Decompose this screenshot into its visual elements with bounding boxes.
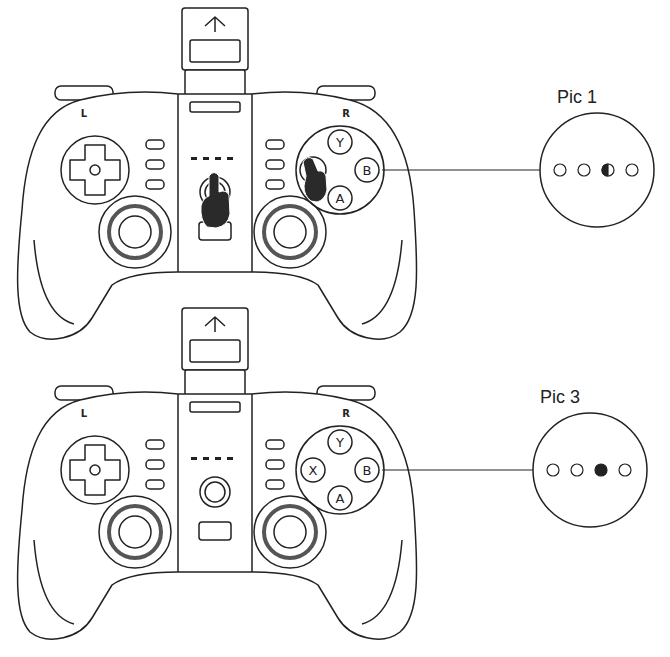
button-circle	[301, 458, 325, 482]
button-letter: X	[309, 464, 318, 477]
shoulder-letter: R	[342, 108, 350, 119]
gamepad	[18, 308, 417, 639]
led-off	[578, 164, 590, 176]
shoulder-letter: L	[81, 108, 87, 119]
face-button: X	[300, 457, 326, 483]
picture-label: Pic 3	[540, 388, 580, 408]
button-circle	[355, 158, 379, 182]
leader-line	[382, 169, 540, 170]
button-letter: Y	[336, 136, 344, 149]
pressing-finger	[201, 173, 230, 229]
button-letter: B	[363, 464, 372, 477]
led-off	[547, 464, 559, 476]
button-letter: A	[336, 192, 345, 205]
face-button: A	[327, 185, 353, 211]
shoulder-letter: L	[81, 408, 87, 419]
led-magnifier	[533, 413, 647, 527]
button-circle	[328, 130, 352, 154]
button-circle	[328, 486, 352, 510]
button-letter: Y	[336, 436, 344, 449]
led-magnifier	[540, 113, 654, 227]
button-letter: B	[363, 164, 372, 177]
face-button: B	[354, 457, 380, 483]
led-on	[595, 464, 607, 476]
button-circle	[328, 186, 352, 210]
face-button: B	[354, 157, 380, 183]
button-circle	[355, 458, 379, 482]
button-letter: A	[336, 492, 345, 505]
led-blinking	[602, 164, 614, 176]
gamepad	[18, 8, 417, 339]
face-button: A	[327, 485, 353, 511]
leader-line	[382, 469, 533, 470]
led-off	[554, 164, 566, 176]
pressing-finger	[303, 158, 327, 202]
led-off	[571, 464, 583, 476]
picture-label: Pic 1	[557, 88, 597, 108]
face-button: Y	[327, 129, 353, 155]
face-button: Y	[327, 429, 353, 455]
led-off	[626, 164, 638, 176]
shoulder-letter: R	[342, 408, 350, 419]
led-blinking-half	[602, 164, 608, 176]
button-circle	[328, 430, 352, 454]
led-off	[619, 464, 631, 476]
